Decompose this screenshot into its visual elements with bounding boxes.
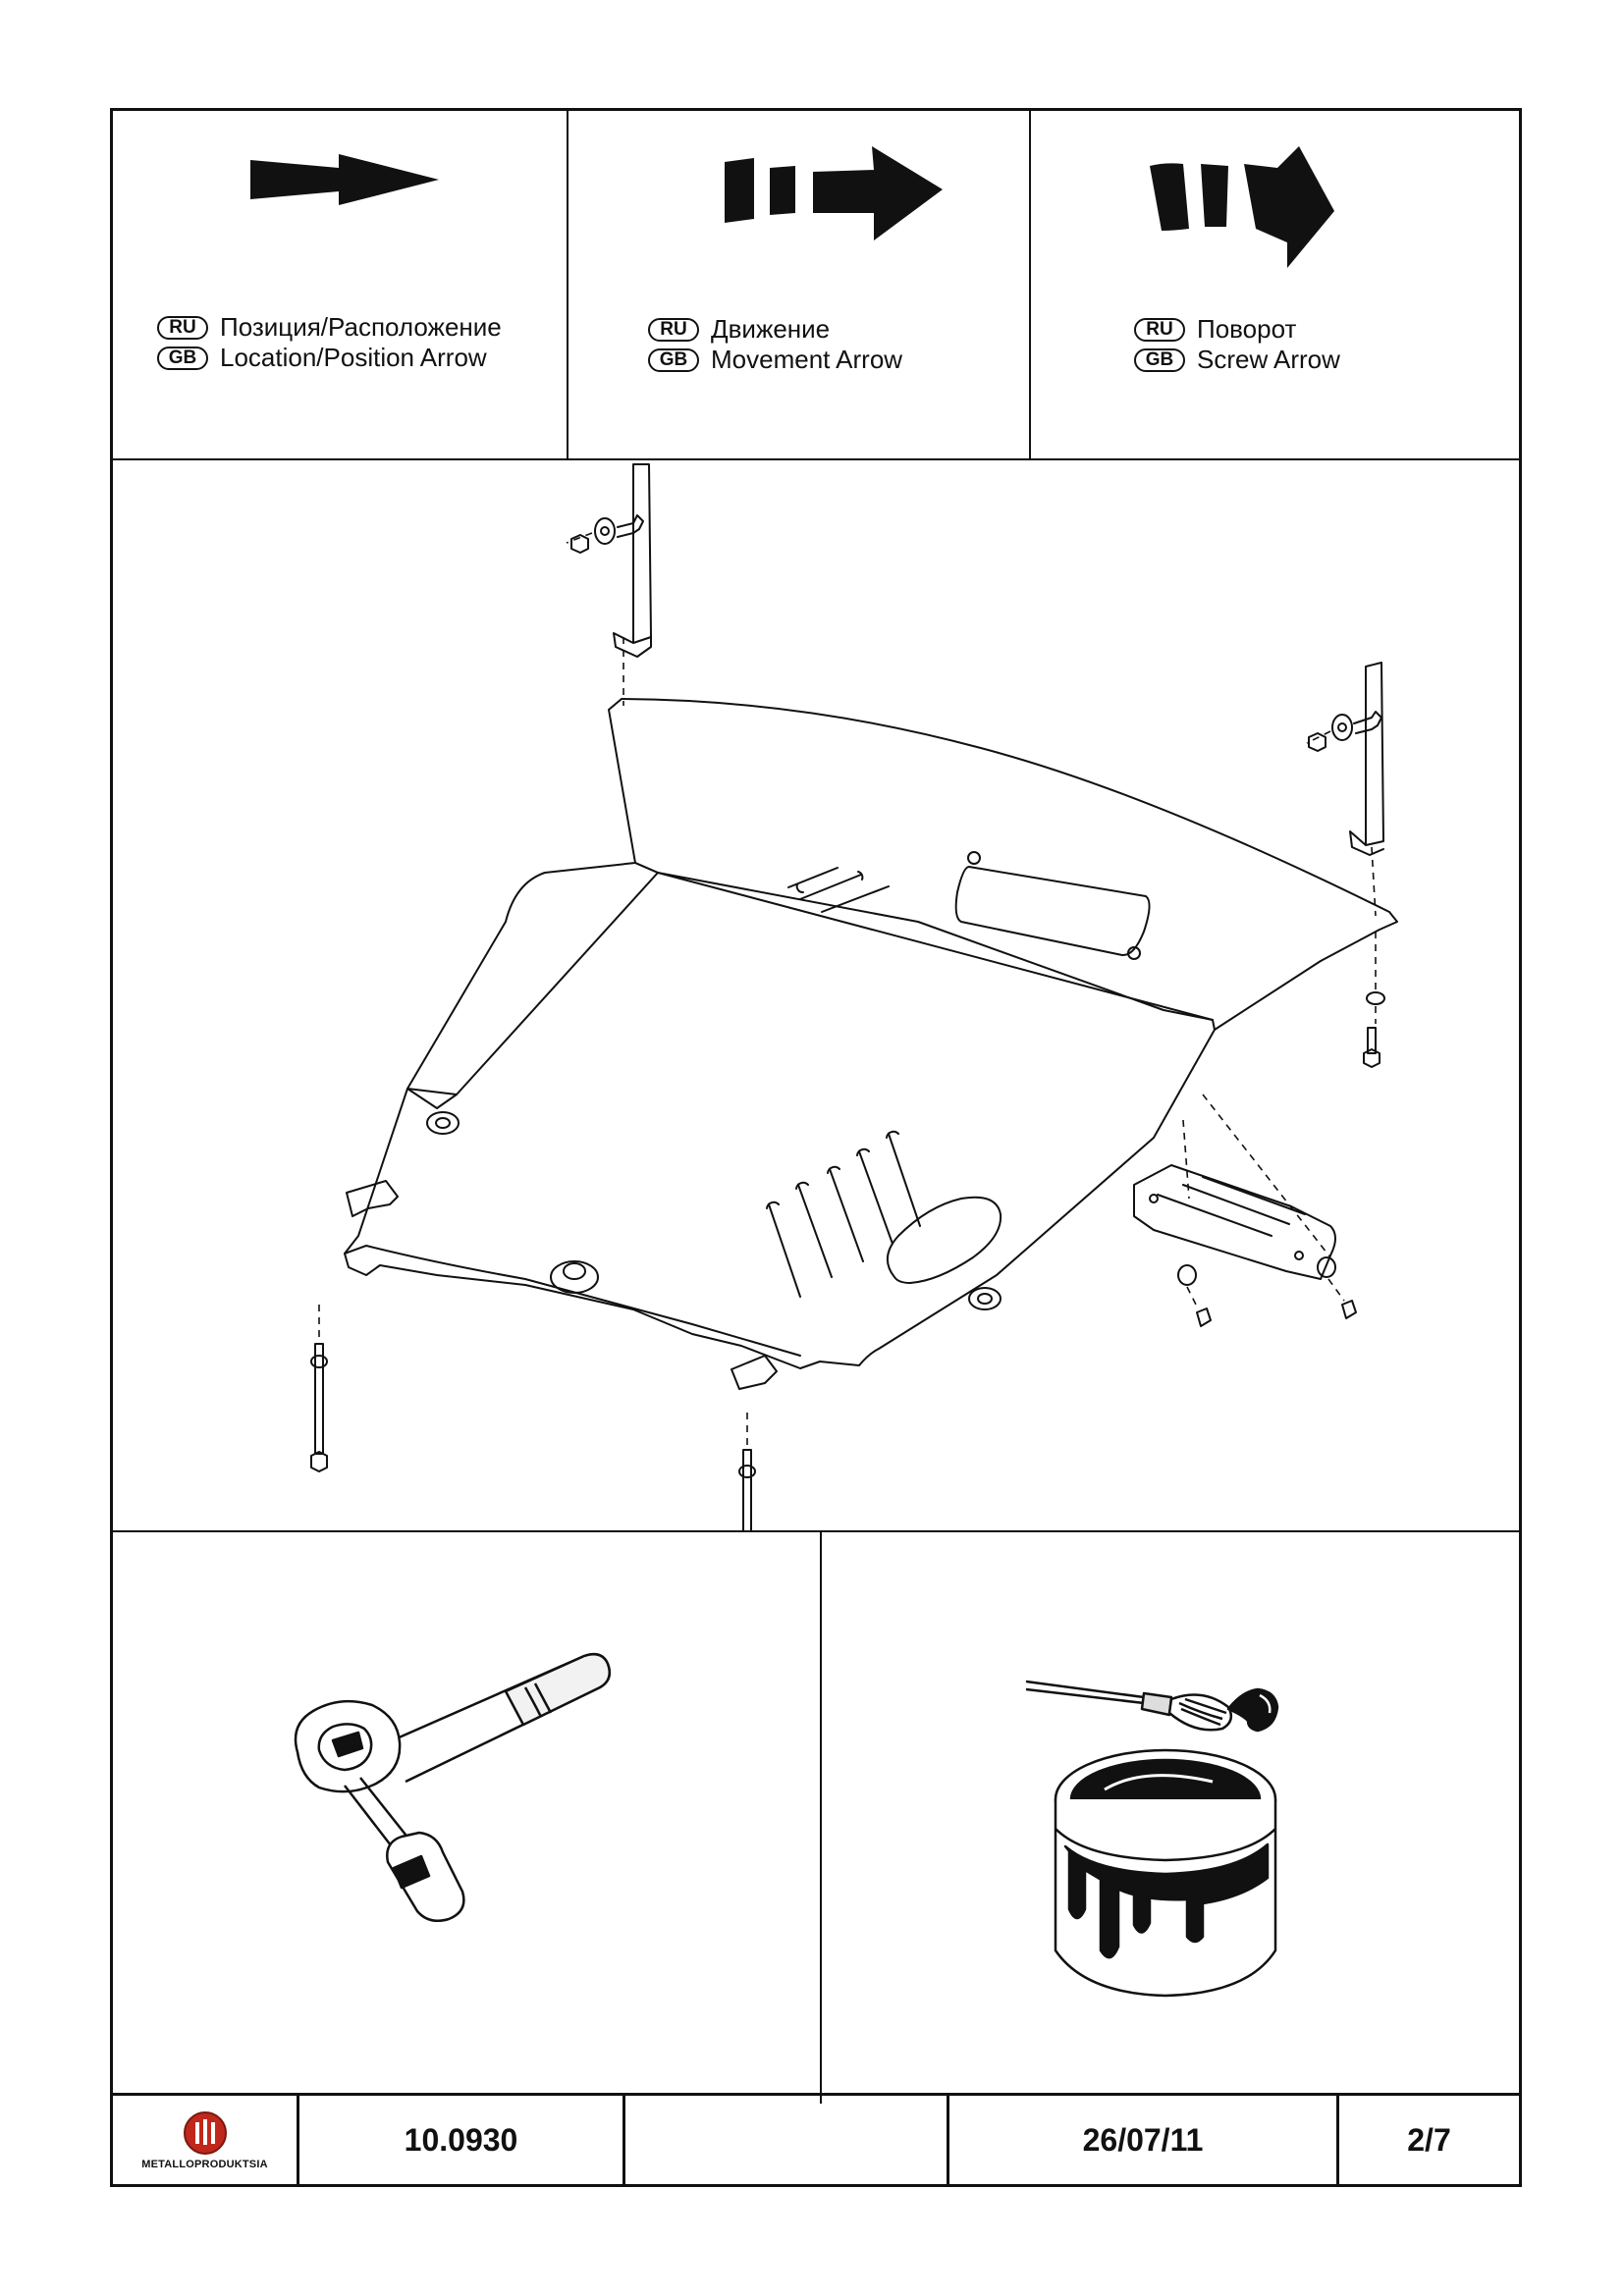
legend-gb-label: Screw Arrow (1197, 345, 1340, 374)
legend-movement: RU Движение GB Movement Arrow (568, 111, 1029, 458)
movement-arrow-icon (725, 146, 943, 240)
ru-badge: RU (157, 315, 208, 340)
legend-ru-label: Поворот (1197, 314, 1297, 344)
legend-ru-label: Движение (711, 314, 831, 344)
legend-divider (1029, 111, 1031, 458)
skid-plate-assembly-drawing (310, 463, 1398, 1530)
ratchet-wrench-icon (294, 1653, 611, 1922)
legend-gb-label: Location/Position Arrow (220, 343, 487, 372)
logo-text: METALLOPRODUKTSIA (141, 2158, 268, 2170)
legend-ru-label: Позиция/Расположение (220, 312, 502, 342)
legend-screw: RU Поворот GB Screw Arrow (1030, 111, 1521, 458)
gb-badge: GB (1134, 347, 1185, 372)
screw-arrow-icon (1150, 146, 1334, 268)
legend-location: RU Позиция/Расположение GB Location/Positi… (113, 111, 567, 458)
legend-divider (567, 111, 568, 458)
paint-brush-and-can-icon (1026, 1680, 1279, 1998)
drawing-frame: RU Позиция/Расположение GB Location/Positi… (110, 108, 1522, 2187)
gb-badge: GB (648, 347, 699, 372)
metalloproduktsia-logo-icon (183, 2110, 227, 2155)
ru-badge: RU (648, 317, 699, 342)
gb-badge: GB (157, 346, 208, 370)
tools-divider (820, 1530, 822, 2104)
blank-field (625, 2096, 949, 2184)
part-number: 10.0930 (299, 2096, 625, 2184)
logo-cell: METALLOPRODUKTSIA (113, 2096, 299, 2184)
ru-badge: RU (1134, 317, 1185, 342)
tools-top-line (113, 1530, 1519, 1532)
page-number: 2/7 (1407, 2121, 1451, 2158)
legend-gb-label: Movement Arrow (711, 345, 903, 374)
date-field: 26/07/11 (949, 2096, 1339, 2184)
title-block: METALLOPRODUKTSIA 10.0930 26/07/11 2/7 (113, 2093, 1519, 2184)
location-arrow-icon (250, 154, 439, 205)
legend-bottom-line (113, 458, 1519, 460)
